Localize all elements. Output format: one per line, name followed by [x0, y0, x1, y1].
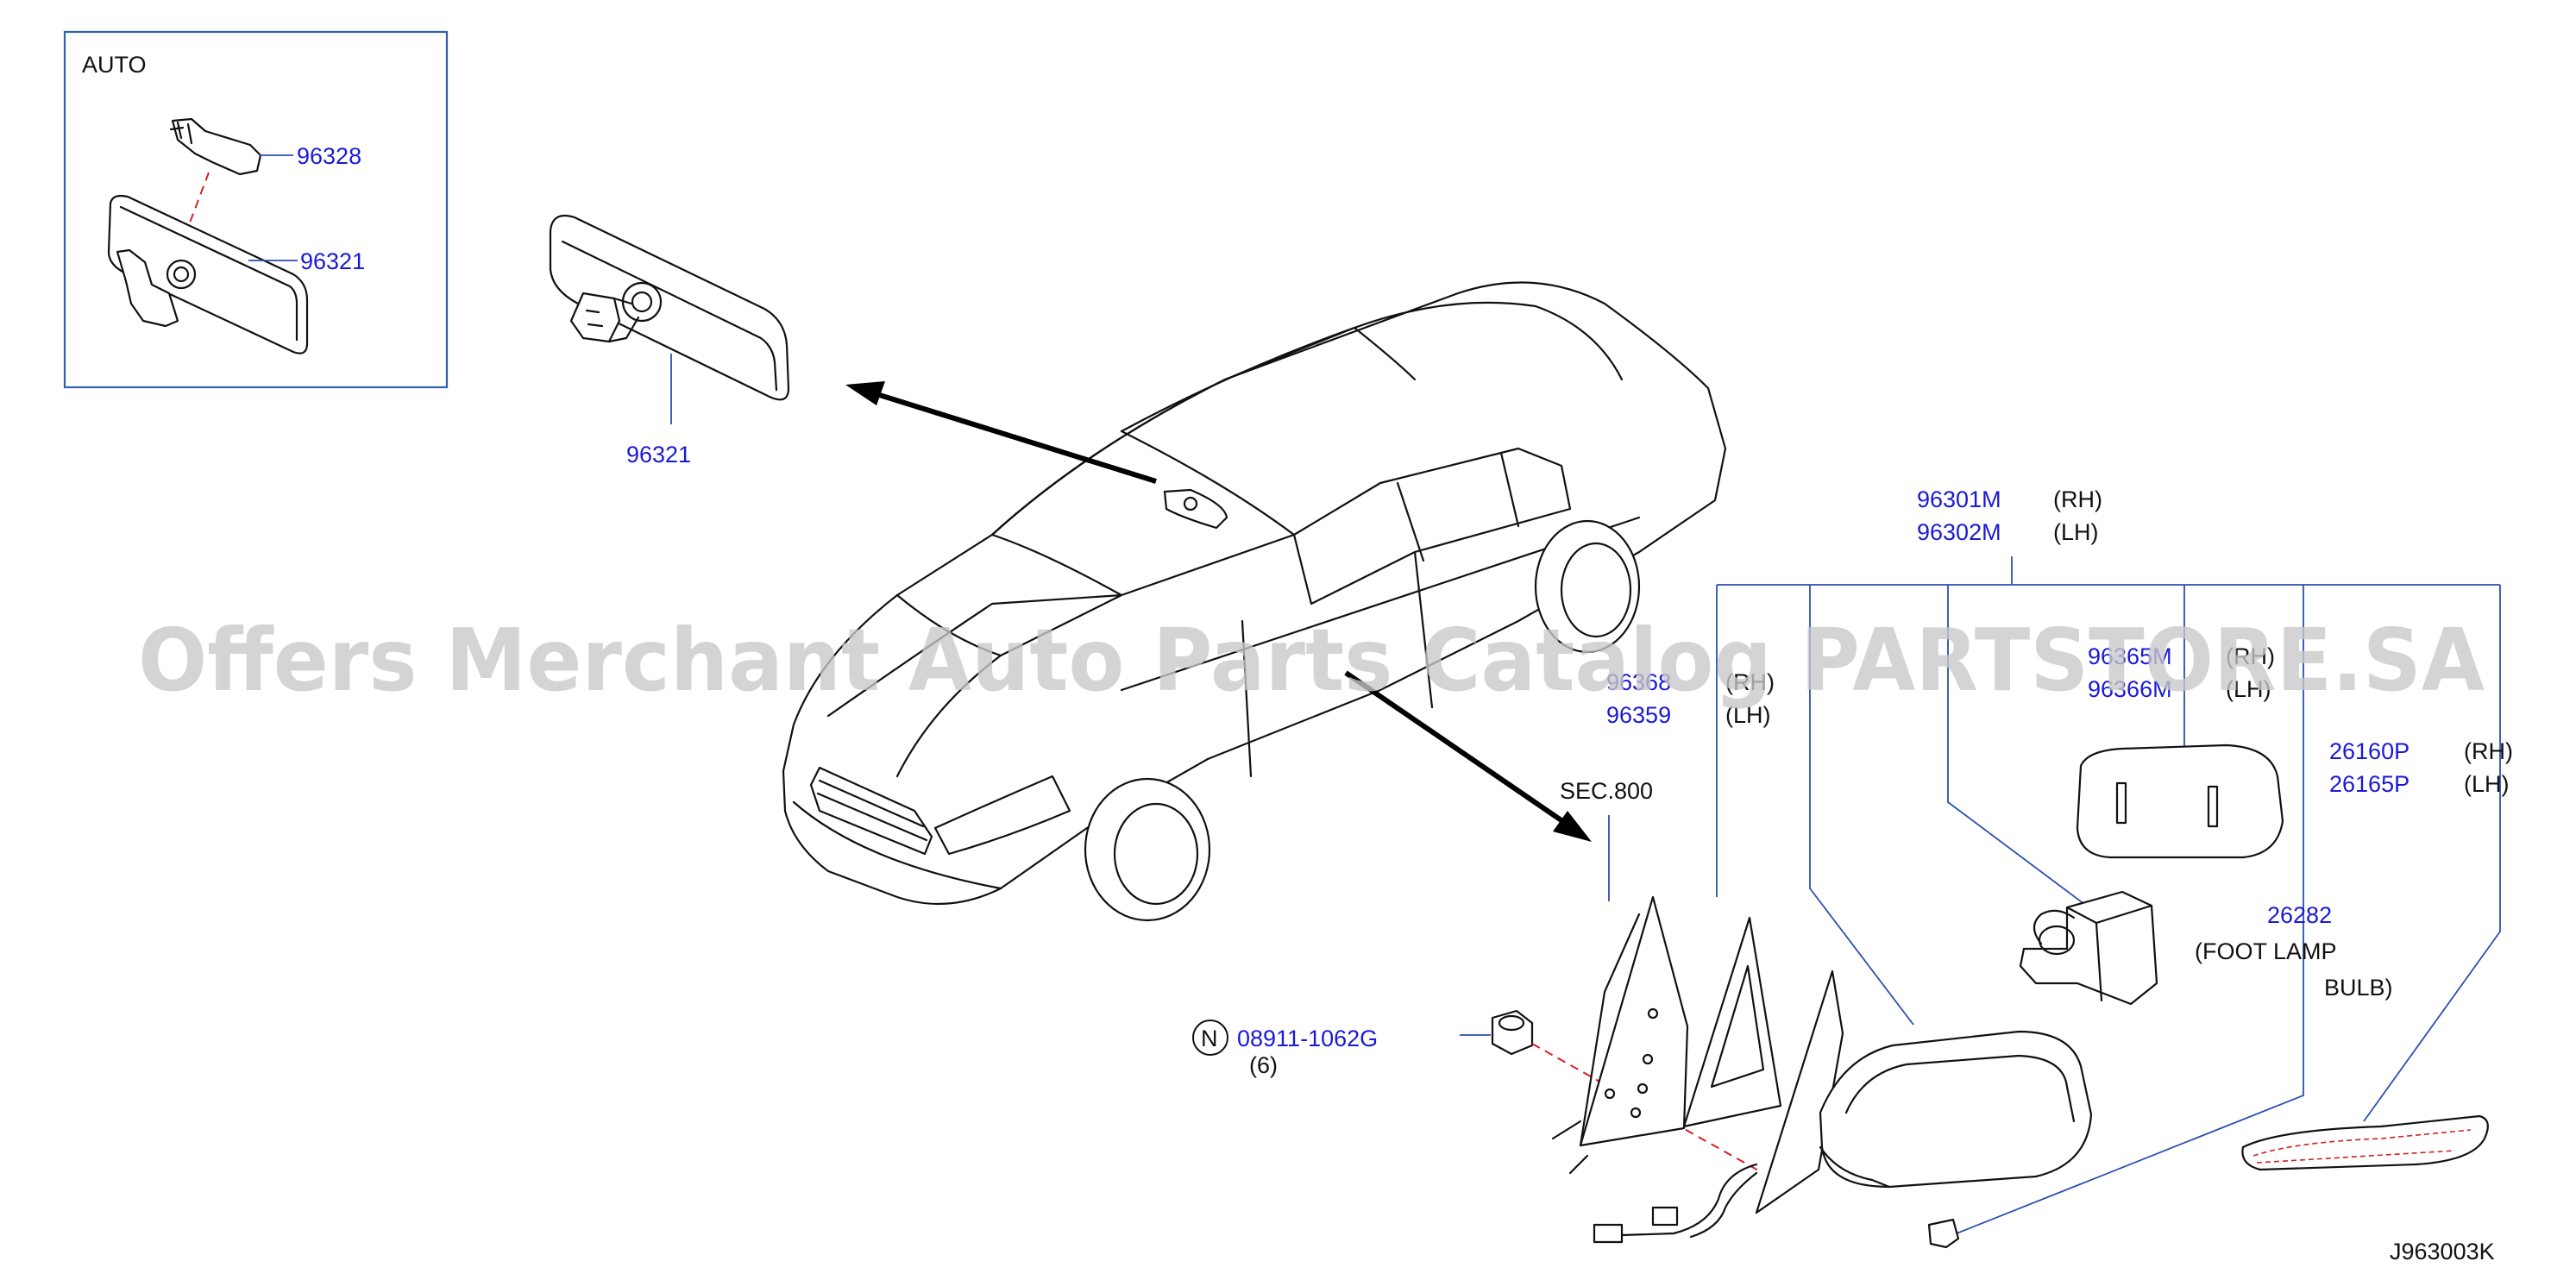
part-96321[interactable]: 96321	[626, 442, 691, 467]
auto-inset: AUTO 96328 96321	[63, 30, 449, 389]
mirror-actuator-icon	[2019, 890, 2158, 1006]
nut-symbol: N	[1201, 1026, 1218, 1051]
part-96365m[interactable]: 96365M	[2088, 643, 2172, 669]
suffix-26165p: (LH)	[2464, 771, 2510, 797]
auto-mirror-icon	[107, 194, 309, 355]
part-26165p[interactable]: 26165P	[2329, 771, 2410, 797]
mirror-glass-icon	[2076, 744, 2284, 859]
inset-title: AUTO	[82, 52, 147, 78]
foot-lamp-label-line2: BULB)	[2324, 975, 2393, 1001]
mirror-base-icon	[1551, 895, 1689, 1175]
part-26282[interactable]: 26282	[2267, 902, 2332, 928]
suffix-96301m: (RH)	[2053, 486, 2102, 512]
car-outline-icon	[782, 281, 1727, 922]
part-26160p[interactable]: 26160P	[2329, 738, 2410, 764]
callout-arrows	[845, 381, 1592, 842]
foot-lamp-bulb-icon	[1927, 1218, 1960, 1249]
suffix-96365m: (RH)	[2226, 643, 2275, 669]
section-reference[interactable]: SEC.800	[1560, 778, 1653, 804]
part-96328-inset[interactable]: 96328	[297, 143, 361, 169]
mirror-gasket-icon	[1682, 916, 1782, 1128]
rear-view-mirror-icon	[549, 214, 790, 401]
part-96301m[interactable]: 96301M	[1917, 486, 2001, 512]
inset-frame	[63, 30, 449, 389]
part-96321-inset[interactable]: 96321	[300, 248, 365, 274]
part-08911-1062g[interactable]: 08911-1062G	[1237, 1026, 1378, 1051]
part-96359[interactable]: 96359	[1606, 702, 1671, 728]
foot-lamp-label-line1: (FOOT LAMP	[2195, 938, 2337, 964]
nut-symbol-circle	[1192, 1020, 1228, 1056]
nut-icon	[1491, 1009, 1534, 1056]
suffix-96366m: (LH)	[2226, 676, 2271, 702]
part-96368[interactable]: 96368	[1606, 669, 1671, 695]
part-96302m[interactable]: 96302M	[1917, 519, 2001, 545]
mirror-harness-icon	[1593, 1163, 1758, 1244]
suffix-96368: (RH)	[1725, 669, 1775, 695]
suffix-96302m: (LH)	[2053, 519, 2099, 545]
side-turn-lamp-icon	[2241, 1114, 2489, 1171]
diagram-code: J963003K	[2390, 1239, 2495, 1264]
mirror-body-icon	[1755, 969, 2093, 1214]
assy-bracket-lines	[1716, 556, 2501, 1234]
watermark-text: Offers Merchant Auto Parts Catalog PARTS…	[138, 610, 2485, 711]
suffix-96359: (LH)	[1725, 702, 1771, 728]
part-96366m[interactable]: 96366M	[2088, 676, 2172, 702]
suffix-26160p: (RH)	[2464, 738, 2513, 764]
nut-quantity: (6)	[1249, 1052, 1278, 1078]
rain-sensor-icon	[169, 117, 262, 176]
